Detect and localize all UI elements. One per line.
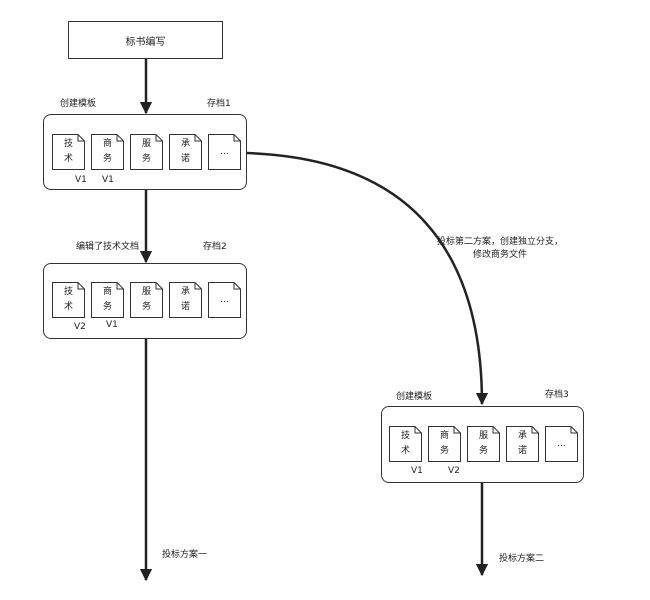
archive3-doc-2: 商 务	[428, 426, 461, 462]
document-icon	[130, 282, 163, 318]
archive1-version-2: V1	[102, 175, 114, 185]
doc-label: 商 务	[102, 287, 112, 312]
document-icon	[91, 134, 124, 170]
archive1-doc-4: 承 诺	[169, 134, 202, 170]
archive1-doc-5: ...	[208, 134, 241, 170]
document-icon	[467, 426, 500, 462]
archive1-left-label: 创建模板	[60, 99, 97, 109]
archive3-version-1: V1	[411, 466, 423, 476]
archive2-right-label: 存档2	[203, 242, 227, 252]
doc-label: 承 诺	[517, 431, 527, 456]
archive3-version-2: V2	[448, 466, 460, 476]
archive2-doc-4: 承 诺	[169, 282, 202, 318]
archive1-version-1: V1	[75, 175, 87, 185]
doc-label: 服 务	[478, 431, 488, 456]
start-node-label: 标书编写	[125, 36, 166, 48]
archive2-left-label: 编辑了技术文档	[76, 242, 140, 252]
doc-label: 技 术	[63, 139, 73, 164]
archive2-doc-1: 技 术	[52, 282, 85, 318]
archive1-right-label: 存档1	[207, 99, 231, 109]
doc-label: 服 务	[141, 287, 151, 312]
doc-label: 技 术	[400, 431, 410, 456]
archive1-doc-1: 技 术	[52, 134, 85, 170]
document-icon	[545, 426, 578, 462]
archive3-doc-1: 技 术	[389, 426, 422, 462]
branch-label: 投标第二方案，创建独立分支， 修改商务文件	[436, 237, 563, 260]
archive3-doc-4: 承 诺	[506, 426, 539, 462]
archive3-doc-3: 服 务	[467, 426, 500, 462]
doc-label: 技 术	[63, 287, 73, 312]
doc-label: ...	[220, 146, 229, 157]
document-icon	[208, 134, 241, 170]
doc-label: 商 务	[102, 139, 112, 164]
archive1-doc-3: 服 务	[130, 134, 163, 170]
archive2-doc-2: 商 务	[91, 282, 124, 318]
document-icon	[52, 282, 85, 318]
archive1-doc-2: 商 务	[91, 134, 124, 170]
document-icon	[169, 282, 202, 318]
plan2-label: 投标方案二	[499, 554, 545, 564]
document-icon	[506, 426, 539, 462]
doc-label: 承 诺	[180, 139, 190, 164]
doc-label: ...	[557, 438, 566, 449]
document-icon	[428, 426, 461, 462]
doc-label: 商 务	[439, 431, 449, 456]
archive3-right-label: 存档3	[545, 390, 569, 400]
document-icon	[389, 426, 422, 462]
doc-label: 服 务	[141, 139, 151, 164]
plan1-label: 投标方案一	[162, 550, 208, 560]
doc-label: 承 诺	[180, 287, 190, 312]
archive3-doc-5: ...	[545, 426, 578, 462]
document-icon	[52, 134, 85, 170]
document-icon	[208, 282, 241, 318]
document-icon	[91, 282, 124, 318]
doc-label: ...	[220, 294, 229, 305]
archive2-version-1: V2	[74, 322, 86, 332]
edge-branch-to-archive3	[245, 151, 489, 406]
archive2-doc-5: ...	[208, 282, 241, 318]
start-node: 标书编写	[68, 21, 223, 59]
archive3-left-label: 创建模板	[396, 392, 433, 402]
document-icon	[169, 134, 202, 170]
archive2-version-2: V1	[106, 320, 118, 330]
document-icon	[130, 134, 163, 170]
archive2-doc-3: 服 务	[130, 282, 163, 318]
